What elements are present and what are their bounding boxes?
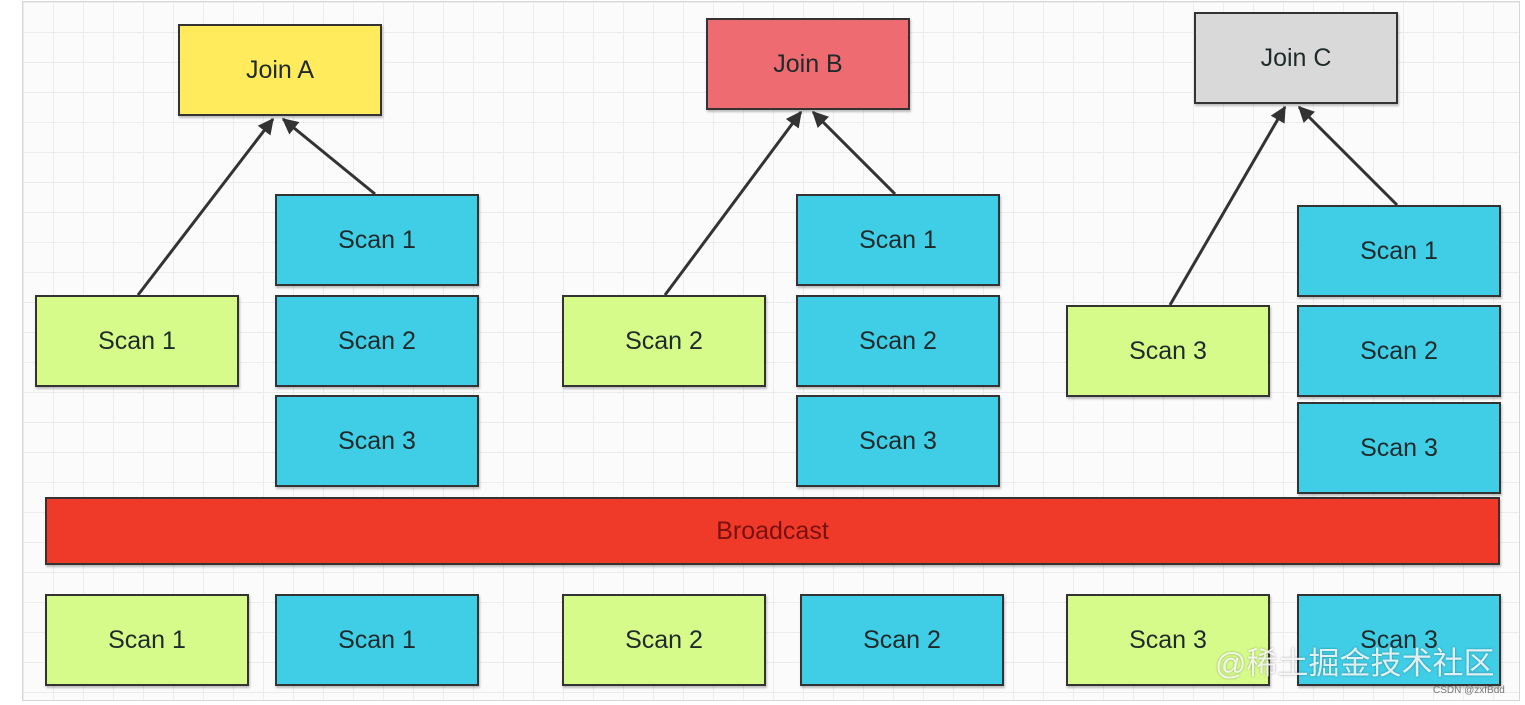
group-c-stack-scan-1-label: Scan 1 [1360, 236, 1438, 265]
credit-text: CSDN @zxfBdd [1433, 685, 1505, 696]
bottom-green-scan-1-label: Scan 1 [108, 625, 186, 654]
group-a-stack-scan-3: Scan 3 [275, 395, 479, 487]
group-c-local-scan-label: Scan 3 [1129, 336, 1207, 365]
group-c-local-scan: Scan 3 [1066, 305, 1270, 397]
bottom-green-scan-3: Scan 3 [1066, 594, 1270, 686]
join-a-label: Join A [245, 55, 315, 84]
bottom-green-scan-2-label: Scan 2 [625, 625, 703, 654]
group-b-stack-scan-2: Scan 2 [796, 295, 1000, 387]
group-b-stack-scan-1: Scan 1 [796, 194, 1000, 286]
group-b-local-scan: Scan 2 [562, 295, 766, 387]
group-b-stack-scan-1-label: Scan 1 [859, 225, 937, 254]
bottom-cyan-scan-1-label: Scan 1 [338, 625, 416, 654]
arrow-scan1-to-join-a [136, 117, 275, 296]
bottom-cyan-scan-3: Scan 3 [1297, 594, 1501, 686]
group-c-stack-scan-3-label: Scan 3 [1360, 433, 1438, 462]
join-b-label: Join B [773, 49, 843, 78]
broadcast-label: Broadcast [716, 516, 829, 545]
group-b-stack-scan-2-label: Scan 2 [859, 326, 937, 355]
group-c-stack-scan-3: Scan 3 [1297, 402, 1501, 494]
bottom-green-scan-3-label: Scan 3 [1129, 625, 1207, 654]
arrow-stack-a-to-join-a [281, 117, 376, 196]
arrow-scan3-to-join-c [1168, 105, 1287, 306]
bottom-green-scan-1: Scan 1 [45, 594, 249, 686]
bottom-cyan-scan-3-label: Scan 3 [1360, 625, 1438, 654]
group-c-stack-scan-1: Scan 1 [1297, 205, 1501, 297]
group-a-stack-scan-2: Scan 2 [275, 295, 479, 387]
bottom-green-scan-2: Scan 2 [562, 594, 766, 686]
bottom-cyan-scan-1: Scan 1 [275, 594, 479, 686]
group-a-stack-scan-3-label: Scan 3 [338, 426, 416, 455]
join-a-node: Join A [178, 24, 382, 116]
group-b-stack-scan-3: Scan 3 [796, 395, 1000, 487]
group-b-local-scan-label: Scan 2 [625, 326, 703, 355]
group-b-stack-scan-3-label: Scan 3 [859, 426, 937, 455]
broadcast-bar: Broadcast [45, 497, 1500, 565]
group-a-stack-scan-1-label: Scan 1 [338, 225, 416, 254]
group-a-local-scan-label: Scan 1 [98, 326, 176, 355]
watermark-text: @稀土掘金技术社区 [1215, 646, 1495, 681]
group-a-local-scan: Scan 1 [35, 295, 239, 387]
arrow-scan2-to-join-b [663, 110, 803, 296]
bottom-cyan-scan-2: Scan 2 [800, 594, 1004, 686]
group-a-stack-scan-2-label: Scan 2 [338, 326, 416, 355]
group-a-stack-scan-1: Scan 1 [275, 194, 479, 286]
bottom-cyan-scan-2-label: Scan 2 [863, 625, 941, 654]
join-c-label: Join C [1260, 43, 1332, 72]
arrow-stack-b-to-join-b [811, 110, 897, 196]
join-c-node: Join C [1194, 12, 1398, 104]
diagram-canvas: Join A Join B Join C Scan 1 Scan 1 Scan … [22, 1, 1520, 701]
group-c-stack-scan-2-label: Scan 2 [1360, 336, 1438, 365]
group-c-stack-scan-2: Scan 2 [1297, 305, 1501, 397]
join-b-node: Join B [706, 18, 910, 110]
arrows-layer [136, 105, 1399, 306]
arrow-stack-c-to-join-c [1297, 105, 1399, 207]
